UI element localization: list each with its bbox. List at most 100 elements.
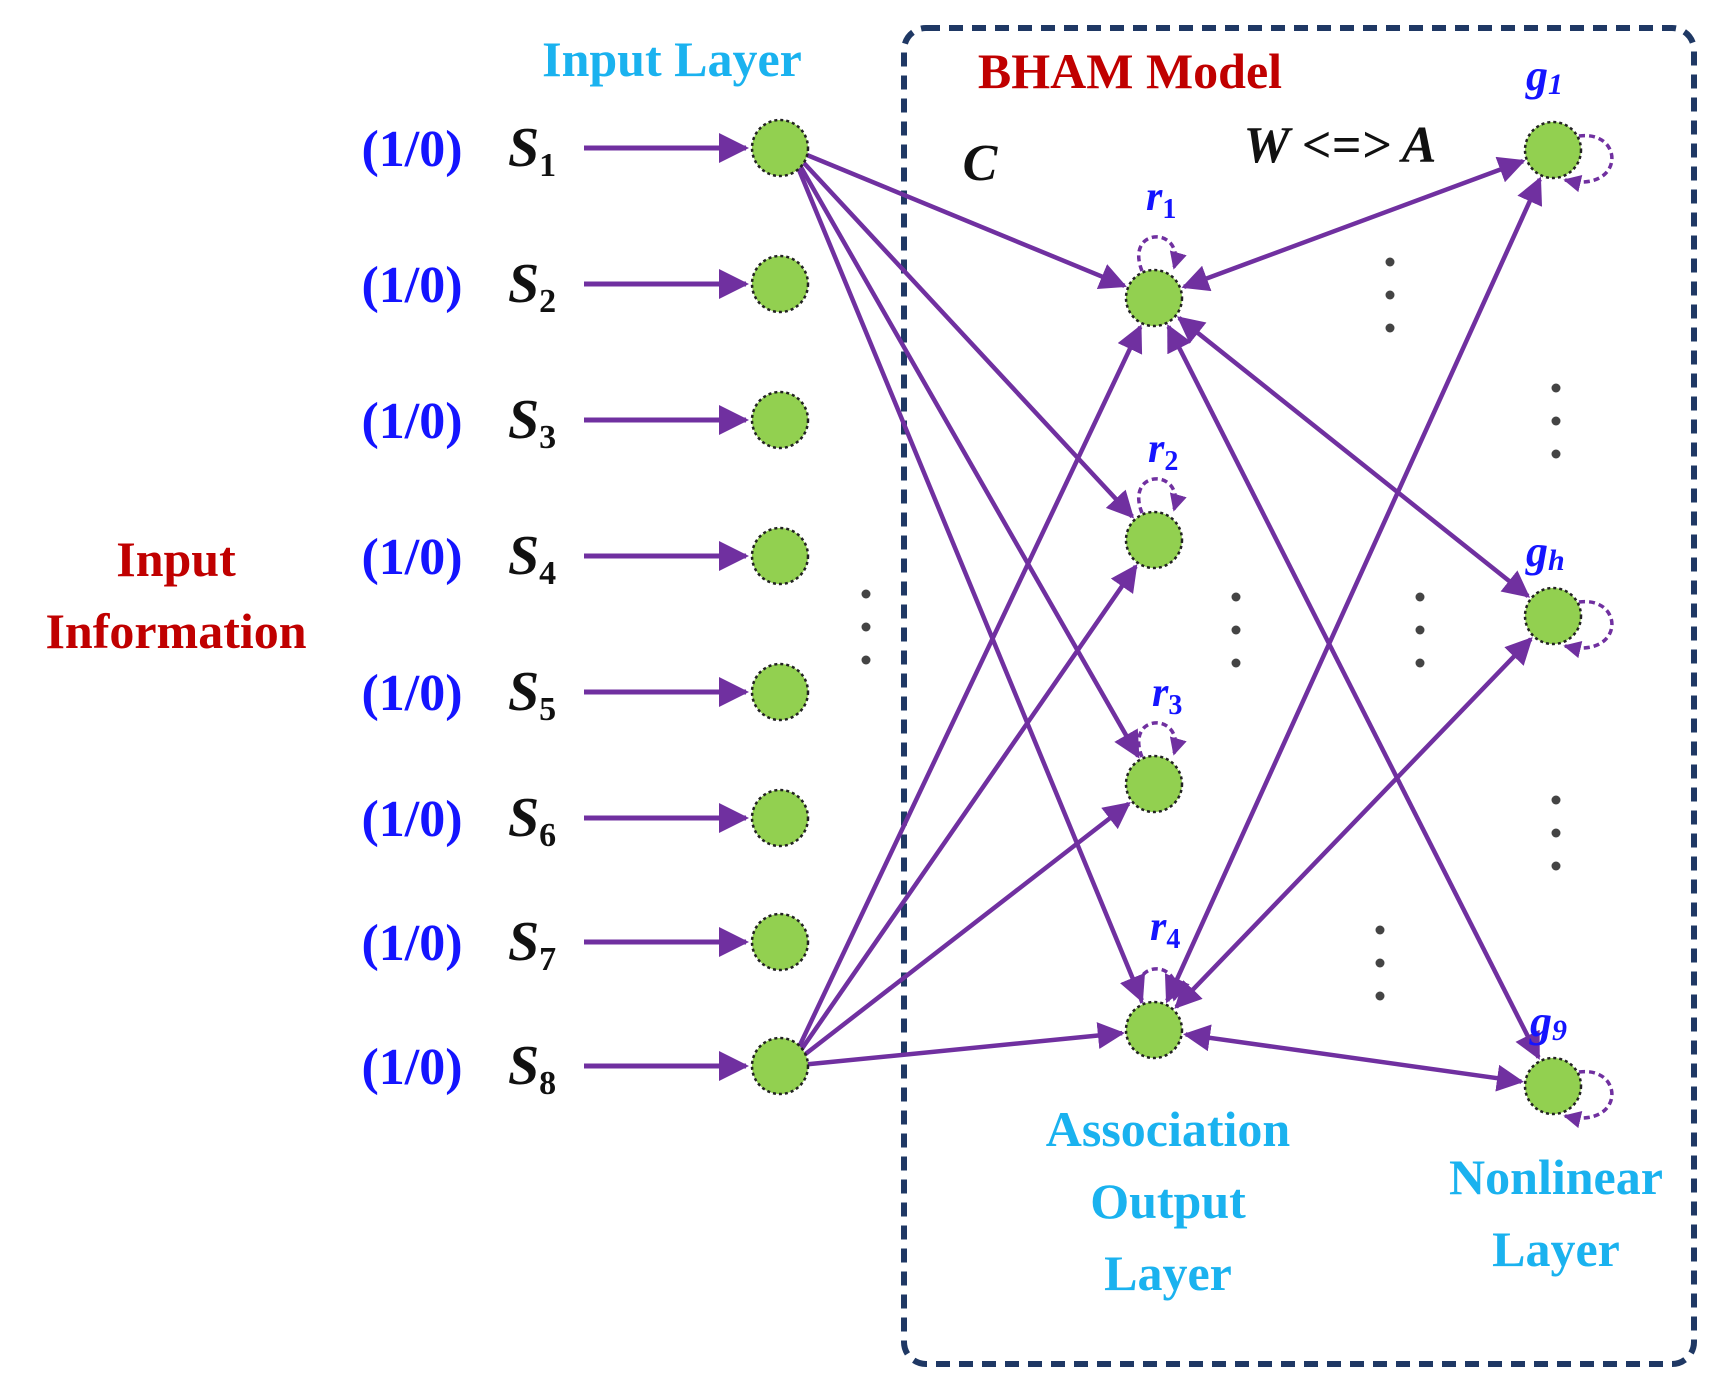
ellipsis-dot-7-1 <box>1375 925 1385 935</box>
nonlinear-node-g1 <box>1523 120 1583 180</box>
nonlinear-label-g1: g1 <box>1525 51 1563 101</box>
edge-s8-r1 <box>787 324 1143 1067</box>
association-label-r2: r2 <box>1148 426 1178 477</box>
association-node-r1 <box>1124 268 1184 328</box>
input-label-s6: S6 <box>508 787 556 854</box>
input-label-s1: S1 <box>508 117 556 184</box>
ellipsis-dot-3-2 <box>1385 290 1395 300</box>
input-information-line-2: Information <box>45 603 306 659</box>
self-loop-r2 <box>1137 477 1187 514</box>
input-labels: (1/0)S1(1/0)S2(1/0)S3(1/0)S4(1/0)S5(1/0)… <box>361 117 556 1102</box>
association-node-r2 <box>1124 510 1184 570</box>
association-label-r4: r4 <box>1150 904 1180 955</box>
nonlinear-layer-line-1: Nonlinear <box>1449 1149 1663 1205</box>
bham-model-title: BHAM Model <box>978 43 1282 99</box>
input-node-3 <box>750 390 810 450</box>
association-output-layer-line-3: Layer <box>1104 1245 1232 1301</box>
self-loops <box>1137 133 1614 1129</box>
ellipsis-dot-7-2 <box>1375 958 1385 968</box>
edge-s8-r3 <box>788 801 1131 1068</box>
input-value-6: (1/0) <box>361 791 462 848</box>
association-label-sub-2: 2 <box>1164 446 1178 477</box>
input-label-sub-1: 1 <box>539 147 556 184</box>
ellipsis-dot-1-2 <box>861 622 871 632</box>
input-value-3: (1/0) <box>361 393 462 450</box>
ellipsis-dot-6-2 <box>1551 828 1561 838</box>
nonlinear-label-g3: g9 <box>1529 997 1567 1047</box>
self-loop-g1 <box>1563 133 1614 193</box>
input-value-1: (1/0) <box>361 121 462 178</box>
edge-r1-g2 <box>1176 316 1531 598</box>
edge-r4-g1 <box>1164 176 1543 1004</box>
edge-s1-r4 <box>787 147 1146 1003</box>
association-label-sub-3: 3 <box>1168 690 1182 721</box>
input-node-4 <box>750 526 810 586</box>
input-label-s3: S3 <box>508 389 556 456</box>
association-node-r3 <box>1124 754 1184 814</box>
input-information-line-1: Input <box>116 531 236 587</box>
input-node-5 <box>750 662 810 722</box>
ellipsis-dot-1-3 <box>861 655 871 665</box>
edge-r4-g3 <box>1183 1024 1524 1092</box>
self-loop-g2 <box>1563 599 1614 659</box>
edge-s1-r3 <box>788 146 1141 759</box>
edge-r1-g1 <box>1181 156 1526 292</box>
nonlinear-label-sub-2: h <box>1548 544 1565 577</box>
input-node-6 <box>750 788 810 848</box>
c-matrix-label: C <box>963 135 999 192</box>
input-label-s2: S2 <box>508 253 556 320</box>
ellipsis-dot-2-3 <box>1231 658 1241 668</box>
input-label-s4: S4 <box>508 525 556 592</box>
nonlinear-node-g3 <box>1523 1056 1583 1116</box>
input-value-8: (1/0) <box>361 1039 462 1096</box>
ellipsis-dot-2-1 <box>1231 592 1241 602</box>
ellipsis-dot-1-1 <box>861 589 871 599</box>
input-label-sub-2: 2 <box>539 283 556 320</box>
association-label-r3: r3 <box>1152 670 1182 721</box>
edge-s1-r2 <box>788 146 1135 519</box>
bham-model-frame <box>901 25 1697 1367</box>
nonlinear-node-g2 <box>1523 586 1583 646</box>
input-value-7: (1/0) <box>361 915 462 972</box>
self-loop-g3 <box>1563 1069 1614 1129</box>
association-output-layer-line-2: Output <box>1090 1173 1246 1229</box>
ellipsis-dot-4-3 <box>1415 658 1425 668</box>
ellipsis-dot-6-3 <box>1551 861 1561 871</box>
input-node-2 <box>750 254 810 314</box>
self-loop-r4 <box>1137 967 1187 1004</box>
ellipsis-dot-7-3 <box>1375 991 1385 1001</box>
input-node-1 <box>750 118 810 178</box>
nonlinear-label-g2: gh <box>1525 527 1565 577</box>
input-label-sub-6: 6 <box>539 817 556 854</box>
nonlinear-layer-line-2: Layer <box>1492 1221 1620 1277</box>
association-label-r1: r1 <box>1146 174 1176 225</box>
edge-s8-r4 <box>789 1022 1125 1069</box>
ellipsis-dot-2-2 <box>1231 625 1241 635</box>
edge-r1-g3 <box>1166 324 1541 1060</box>
network-nodes <box>750 118 1583 1116</box>
ellipsis-dots <box>861 257 1561 1001</box>
ellipsis-dot-6-1 <box>1551 795 1561 805</box>
self-loop-r3 <box>1137 721 1187 758</box>
association-output-layer-line-1: Association <box>1046 1101 1291 1157</box>
edge-s1-r1 <box>789 145 1127 290</box>
input-label-s5: S5 <box>508 661 556 728</box>
ellipsis-dot-4-2 <box>1415 625 1425 635</box>
association-node-r4 <box>1124 1000 1184 1060</box>
w-a-label: W <=> A <box>1244 117 1437 174</box>
ellipsis-dot-5-1 <box>1551 383 1561 393</box>
association-label-sub-4: 4 <box>1166 924 1180 955</box>
input-label-sub-3: 3 <box>539 419 556 456</box>
edge-r4-g2 <box>1174 637 1533 1009</box>
ellipsis-dot-5-3 <box>1551 449 1561 459</box>
association-label-sub-1: 1 <box>1162 194 1176 225</box>
input-label-s7: S7 <box>508 911 556 978</box>
nonlinear-label-sub-3: 9 <box>1552 1014 1567 1047</box>
ellipsis-dot-4-1 <box>1415 592 1425 602</box>
input-label-sub-5: 5 <box>539 691 556 728</box>
input-label-sub-8: 8 <box>539 1065 556 1102</box>
connection-edges <box>584 133 1543 1092</box>
edge-s8-r2 <box>788 564 1138 1068</box>
